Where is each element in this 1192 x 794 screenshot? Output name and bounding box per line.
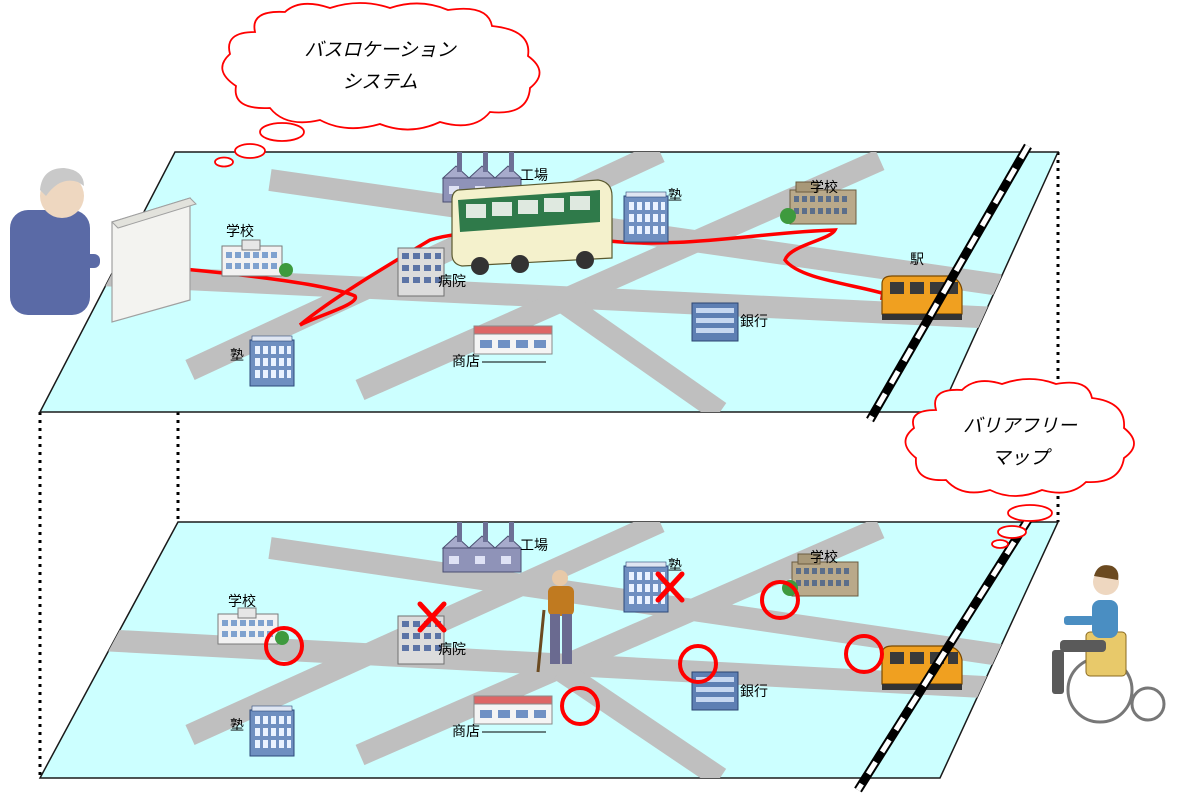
upper-juku-bottom: [249, 335, 295, 387]
lower-juku-bottom: [249, 705, 295, 757]
upper-school-left-label: 学校: [226, 223, 254, 240]
upper-shop-label: 商店: [452, 354, 480, 370]
barrier-free-bubble-line2: マップ: [991, 447, 1052, 469]
lower-school-left-label: 学校: [228, 593, 256, 610]
upper-bank: [691, 302, 739, 342]
upper-juku-top: [623, 191, 669, 243]
lower-shop: [473, 695, 553, 725]
lower-shop-label: 商店: [452, 724, 480, 740]
blocked-markers: [417, 571, 685, 633]
lower-railway: [854, 517, 1032, 793]
bus-location-bubble-line1: バスロケーション: [304, 39, 457, 61]
elderly-user-with-terminal: [10, 168, 197, 323]
ok-marker: [678, 644, 718, 684]
ok-marker: [264, 626, 304, 666]
info-terminal: [111, 197, 197, 323]
ng-marker: [655, 571, 685, 603]
barrier-free-bubble-line1: バリアフリー: [963, 415, 1078, 437]
lower-hospital-label: 病院: [438, 642, 466, 658]
lower-juku-bottom-label: 塾: [230, 718, 244, 734]
lower-factory-label: 工場: [520, 538, 548, 554]
upper-school-right-label: 学校: [810, 179, 838, 196]
lower-school-left: [217, 607, 290, 646]
lower-juku-top: [623, 561, 669, 613]
ng-marker: [417, 601, 447, 633]
ok-marker: [560, 686, 600, 726]
upper-factory-label: 工場: [520, 168, 548, 184]
bus-location-bubble: バスロケーション システム: [214, 2, 541, 168]
elderly-walker: [536, 570, 574, 673]
lower-juku-top-label: 塾: [668, 558, 682, 574]
upper-juku-top-label: 塾: [668, 188, 682, 204]
lower-map: 学校 工場 塾 学校 病院 銀行 商店 塾: [38, 521, 1060, 779]
bus-icon: [451, 179, 613, 275]
upper-railway: [866, 143, 1032, 423]
upper-juku-bottom-label: 塾: [230, 348, 244, 364]
ok-marker: [844, 634, 884, 674]
upper-shop: [473, 325, 553, 355]
accessible-markers: [264, 580, 884, 726]
ok-marker: [760, 580, 800, 620]
upper-bank-label: 銀行: [740, 314, 768, 330]
barrier-free-map-bubble: バリアフリー マップ: [904, 378, 1135, 549]
upper-map: 学校 工場 塾 学校 病院 銀行 商店 塾 駅: [38, 151, 1060, 413]
lower-bank: [691, 671, 739, 711]
lower-bank-label: 銀行: [740, 684, 768, 700]
station-label: 駅: [910, 252, 924, 268]
bus-location-bubble-line2: システム: [342, 71, 417, 93]
upper-school-left: [221, 239, 294, 278]
wheelchair-user: [1052, 565, 1166, 724]
upper-hospital-label: 病院: [438, 274, 466, 290]
lower-school-right-label: 学校: [810, 549, 838, 566]
